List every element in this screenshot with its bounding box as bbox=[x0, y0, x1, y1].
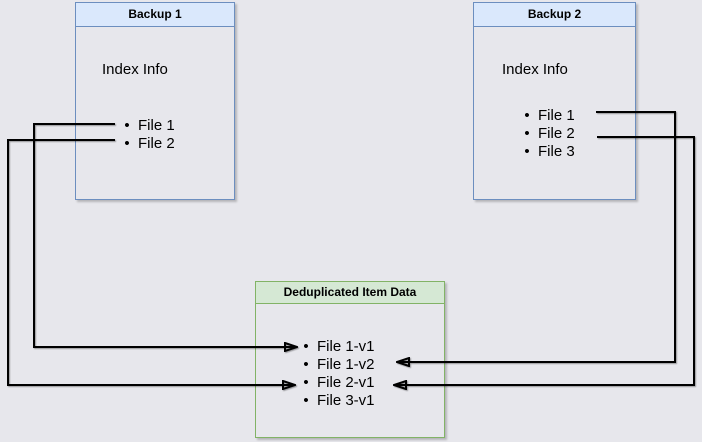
dedup-item-label: File 2-v1 bbox=[317, 374, 375, 391]
dedup-item-label: File 3-v1 bbox=[317, 392, 375, 409]
dedup-list-item: File 1-v2 bbox=[300, 356, 375, 374]
backup1-box: Backup 1 bbox=[75, 2, 235, 200]
dedup-item-list: File 1-v1 File 1-v2 File 2-v1 File 3-v1 bbox=[300, 338, 375, 410]
file-label: File 1 bbox=[138, 117, 175, 134]
file-list-item: File 2 bbox=[521, 125, 575, 143]
file-label: File 3 bbox=[538, 143, 575, 160]
backup2-title: Backup 2 bbox=[474, 3, 635, 27]
dedup-list-item: File 1-v1 bbox=[300, 338, 375, 356]
file-list-item: File 1 bbox=[121, 117, 175, 135]
file-list-item: File 2 bbox=[121, 135, 175, 153]
file-label: File 2 bbox=[538, 125, 575, 142]
backup1-index-info-label: Index Info bbox=[102, 61, 168, 78]
dedup-list-item: File 2-v1 bbox=[300, 374, 375, 392]
file-list-item: File 3 bbox=[521, 143, 575, 161]
backup2-file-list: File 1 File 2 File 3 bbox=[521, 107, 575, 161]
backup1-file-list: File 1 File 2 bbox=[121, 117, 175, 153]
dedup-item-label: File 1-v1 bbox=[317, 338, 375, 355]
backup2-box: Backup 2 bbox=[473, 2, 636, 200]
backup1-title: Backup 1 bbox=[76, 3, 234, 27]
file-label: File 1 bbox=[538, 107, 575, 124]
dedup-item-label: File 1-v2 bbox=[317, 356, 375, 373]
file-list-item: File 1 bbox=[521, 107, 575, 125]
backup2-index-info-label: Index Info bbox=[502, 61, 568, 78]
dedup-title: Deduplicated Item Data bbox=[256, 282, 444, 304]
file-label: File 2 bbox=[138, 135, 175, 152]
dedup-list-item: File 3-v1 bbox=[300, 392, 375, 410]
